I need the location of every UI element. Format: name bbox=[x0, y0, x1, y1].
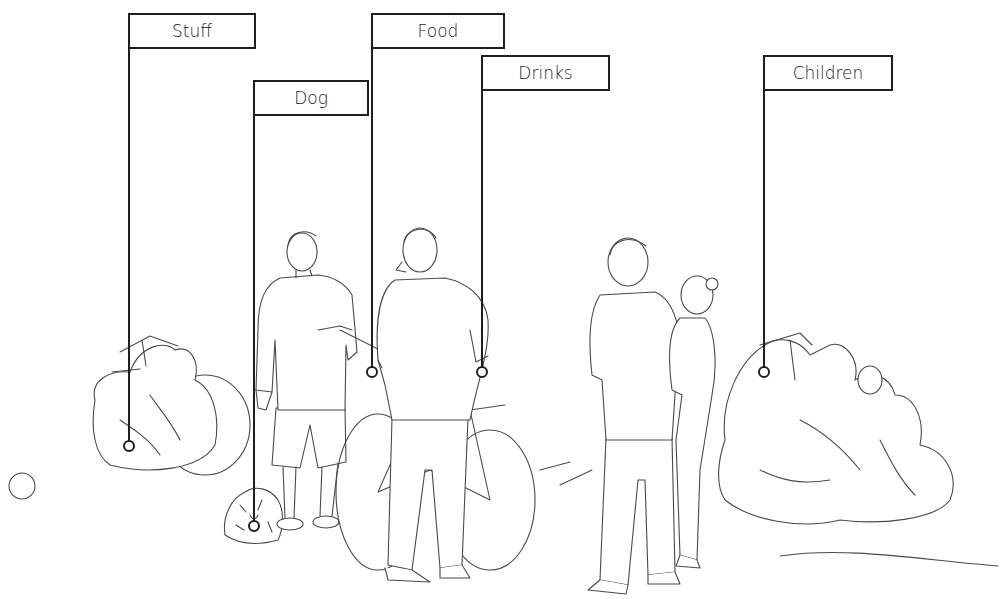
child-head bbox=[858, 366, 882, 394]
person-hair bbox=[610, 240, 646, 255]
person-shorts bbox=[272, 408, 346, 468]
callout-label: Dog bbox=[294, 88, 328, 108]
person-shirt bbox=[256, 275, 357, 410]
leader-line bbox=[253, 116, 255, 521]
callout-label: Drinks bbox=[518, 63, 572, 83]
leader-dot bbox=[367, 367, 377, 377]
person-shoes bbox=[588, 572, 680, 594]
person-hands bbox=[256, 326, 352, 410]
person-shoe bbox=[676, 555, 700, 568]
ball bbox=[9, 473, 35, 499]
children-group bbox=[719, 340, 954, 524]
bike-handlebar bbox=[112, 336, 180, 455]
callout-box: Food bbox=[371, 13, 505, 49]
person-shoe bbox=[277, 518, 303, 530]
person-legs bbox=[283, 463, 338, 518]
person-shoes bbox=[385, 565, 470, 582]
leader-line bbox=[371, 49, 373, 367]
callout-label: Stuff bbox=[172, 21, 212, 41]
bag-pile bbox=[93, 345, 217, 470]
person-shirt bbox=[590, 292, 682, 440]
ground-line bbox=[540, 462, 592, 485]
leader-lines bbox=[124, 49, 769, 531]
person-arms bbox=[378, 330, 488, 368]
leader-line bbox=[763, 91, 765, 367]
line-drawing bbox=[9, 228, 998, 594]
callout-label: Children bbox=[793, 63, 864, 83]
children-details bbox=[760, 333, 915, 495]
callout-box: Stuff bbox=[128, 13, 256, 49]
leader-line bbox=[128, 49, 130, 441]
leader-line bbox=[481, 91, 483, 367]
person-head bbox=[608, 238, 648, 286]
callout-box: Dog bbox=[253, 80, 369, 116]
person-shirt bbox=[377, 278, 488, 420]
ground-line bbox=[780, 553, 998, 567]
person-trousers bbox=[388, 418, 468, 570]
person-body bbox=[670, 318, 715, 560]
person-trousers bbox=[600, 438, 675, 585]
person-head bbox=[287, 233, 317, 271]
person-cap bbox=[396, 229, 436, 272]
person-hair bbox=[288, 232, 316, 278]
leader-dot bbox=[124, 441, 134, 451]
person-shoe bbox=[313, 516, 339, 528]
leader-dot bbox=[477, 367, 487, 377]
leader-dot bbox=[759, 367, 769, 377]
leader-dot bbox=[249, 521, 259, 531]
callout-box: Children bbox=[763, 55, 893, 91]
person-hair-bun bbox=[706, 278, 718, 290]
callout-box: Drinks bbox=[481, 55, 610, 91]
callout-label: Food bbox=[418, 21, 459, 41]
